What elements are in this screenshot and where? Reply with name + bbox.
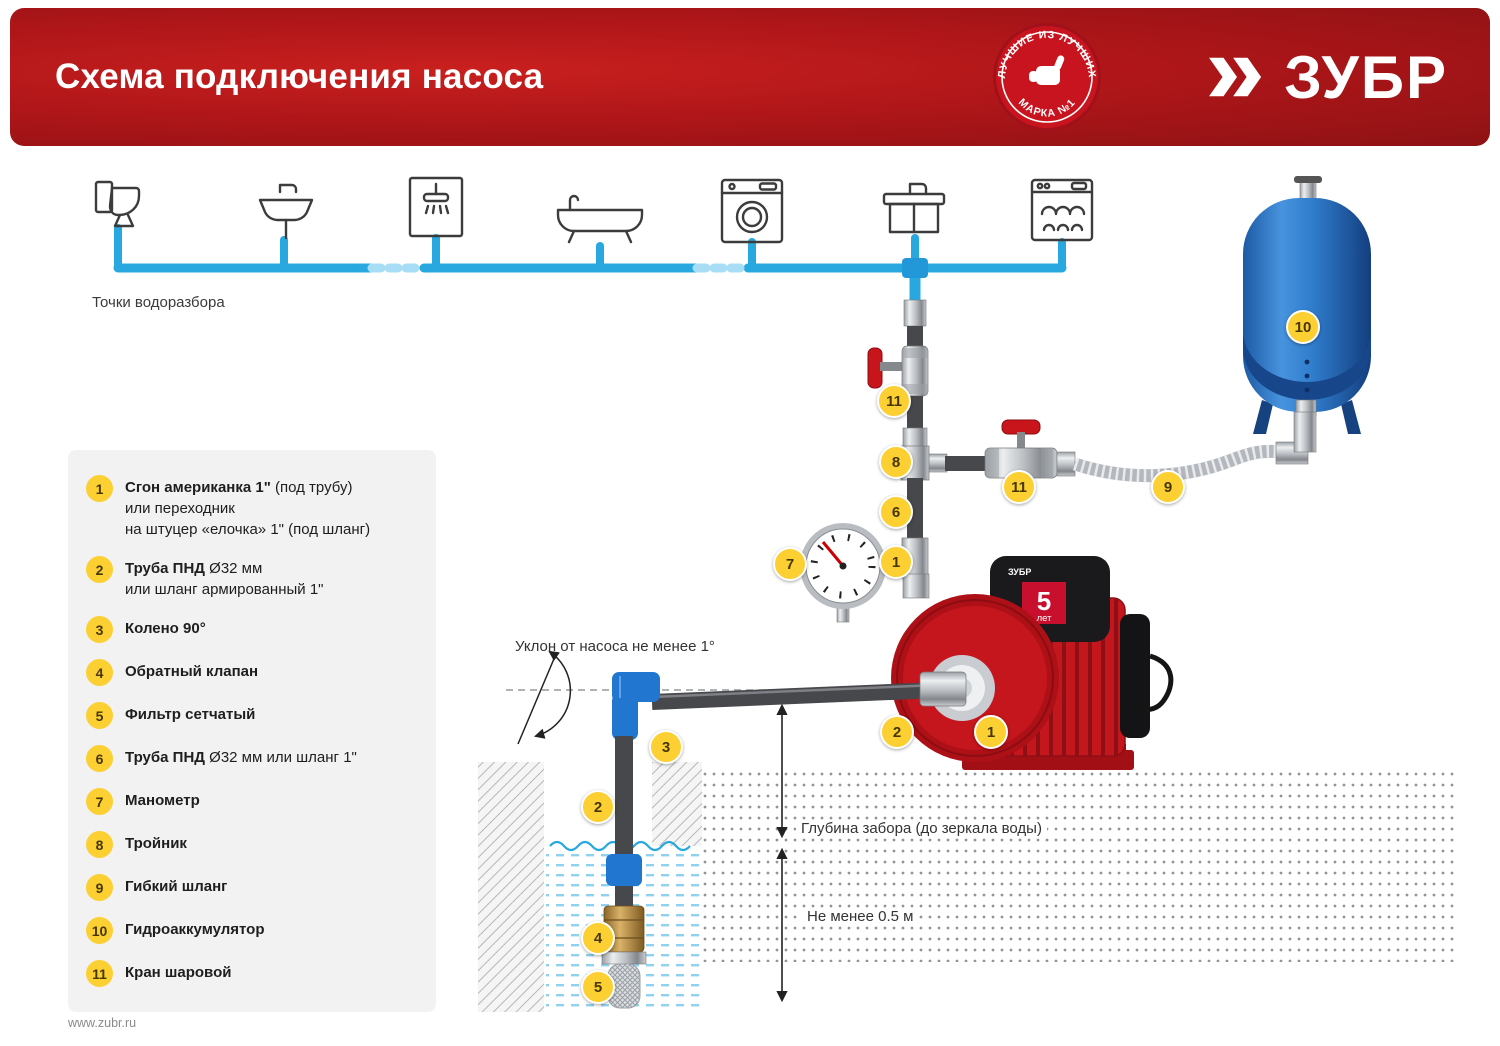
ball-valve-branch: [984, 419, 1058, 479]
legend-label: Фильтр сетчатый: [125, 706, 256, 723]
legend-num: 8: [86, 831, 113, 858]
badge-tee: 8: [879, 445, 913, 479]
footer-url[interactable]: www.zubr.ru: [68, 1016, 137, 1030]
legend-num: 6: [86, 745, 113, 772]
legend-item: 5 Фильтр сетчатый: [86, 702, 416, 729]
washing-machine-icon: [720, 178, 784, 244]
legend-num: 9: [86, 874, 113, 901]
slope-label: Уклон от насоса не менее 1°: [515, 638, 715, 655]
union-fitting-pump: [919, 671, 967, 707]
legend-label: Манометр: [125, 792, 200, 809]
legend-item: 10 Гидроаккумулятор: [86, 917, 416, 944]
hydroaccumulator-tank: [1243, 176, 1371, 434]
well-wall-left: [478, 762, 544, 1012]
legend-label: Гидроаккумулятор: [125, 921, 265, 938]
legend-num: 7: [86, 788, 113, 815]
power-cable: [1132, 653, 1174, 712]
svg-text:лет: лет: [1037, 613, 1053, 624]
fist-icon: [1029, 55, 1065, 85]
legend-item: 7 Манометр: [86, 788, 416, 815]
brand-logo: ЗУБР: [1206, 8, 1448, 146]
award-badge: ЛУЧШИЕ ИЗ ЛУЧШИХ МАРКА №1: [993, 23, 1101, 131]
badge-union-top: 1: [879, 545, 913, 579]
bathtub-icon: [556, 194, 644, 244]
badge-valve-top: 11: [877, 384, 911, 418]
legend-label: Кран шаровой: [125, 964, 232, 981]
legend-num: 2: [86, 556, 113, 583]
supply-pipes: [113, 224, 1067, 310]
legend-num: 11: [86, 960, 113, 987]
pump-brand-label: ЗУБР: [1008, 567, 1031, 577]
legend-item: 3 Колено 90°: [86, 616, 416, 643]
discharge-assembly: [867, 299, 930, 599]
legend-num: 1: [86, 475, 113, 502]
legend-label: Обратный клапан: [125, 663, 259, 680]
pipe-coupling: [606, 854, 642, 886]
legend-label: Гибкий шланг: [125, 878, 228, 895]
legend-item: 1 Сгон американка 1" (под трубу) или пер…: [86, 475, 416, 540]
legend-label: Тройник: [125, 835, 187, 852]
legend-item: 11 Кран шаровой: [86, 960, 416, 987]
legend-item: 8 Тройник: [86, 831, 416, 858]
legend-num: 3: [86, 616, 113, 643]
legend-panel: 1 Сгон американка 1" (под трубу) или пер…: [68, 450, 436, 1012]
kitchen-sink-icon: [882, 182, 946, 234]
legend-item: 2 Труба ПНД Ø32 мм или шланг армированны…: [86, 556, 416, 600]
badge-gauge: 7: [773, 547, 807, 581]
bison-icon: [1209, 57, 1262, 97]
shower-icon: [408, 176, 464, 238]
elbow-90: [612, 672, 660, 740]
legend-item: 9 Гибкий шланг: [86, 874, 416, 901]
header: Схема подключения насоса ЛУЧШИЕ ИЗ ЛУЧШИ…: [10, 8, 1490, 146]
badge-hose: 9: [1151, 470, 1185, 504]
pressure-gauge: [800, 523, 886, 623]
badge-pipe6: 6: [879, 495, 913, 529]
badge-union-pump: 1: [974, 715, 1008, 749]
legend-label: Сгон американка 1" (под трубу) или перех…: [125, 479, 371, 538]
legend-num: 5: [86, 702, 113, 729]
legend-num: 10: [86, 917, 113, 944]
pump-endcap: [1120, 614, 1150, 738]
brand-name: ЗУБР: [1284, 43, 1448, 111]
toilet-icon: [94, 180, 141, 228]
badge-elbow: 3: [649, 730, 683, 764]
fixtures-label: Точки водоразбора: [92, 294, 225, 311]
legend-label: Колено 90°: [125, 620, 206, 637]
legend-item: 4 Обратный клапан: [86, 659, 416, 686]
badge-check-valve: 4: [581, 921, 615, 955]
tank-branch: [924, 411, 1317, 483]
page-title: Схема подключения насоса: [55, 57, 544, 96]
pump: ЗУБР 5 лет: [891, 556, 1174, 770]
ground-section: [478, 762, 1458, 1012]
flexible-hose: [1072, 444, 1285, 483]
washbasin-icon: [258, 183, 314, 240]
well-wall-right: [652, 762, 702, 846]
badge-tank: 10: [1286, 310, 1320, 344]
svg-text:5: 5: [1037, 586, 1051, 616]
legend-num: 4: [86, 659, 113, 686]
dishwasher-icon: [1030, 178, 1094, 242]
badge-pipe2-v: 2: [581, 790, 615, 824]
badge-filter: 5: [581, 970, 615, 1004]
legend-label: Труба ПНД Ø32 мм или шланг 1": [125, 749, 357, 766]
min-depth-label: Не менее 0.5 м: [802, 908, 919, 926]
depth-label: Глубина забора (до зеркала воды): [796, 820, 1047, 838]
badge-pipe2-h: 2: [880, 715, 914, 749]
badge-valve-branch: 11: [1002, 470, 1036, 504]
legend-item: 6 Труба ПНД Ø32 мм или шланг 1": [86, 745, 416, 772]
ball-valve-top: [867, 345, 929, 397]
legend-label: Труба ПНД Ø32 мм или шланг армированный …: [125, 560, 324, 598]
